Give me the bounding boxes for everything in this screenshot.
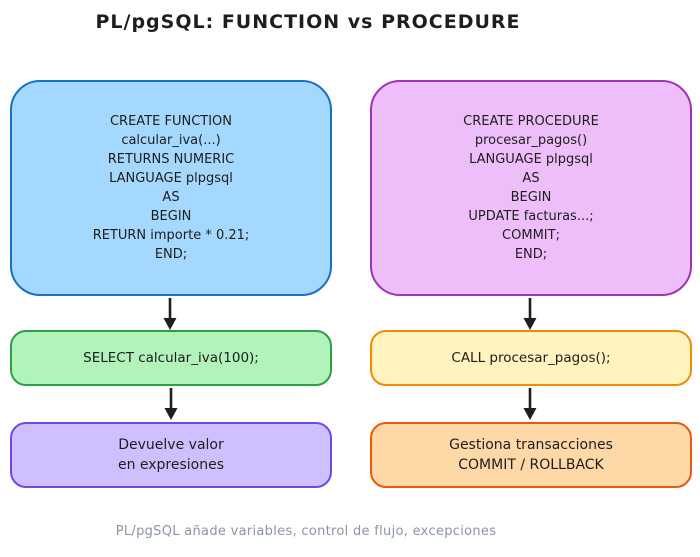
result-line: Gestiona transacciones (449, 437, 613, 453)
code-line: AS (162, 190, 180, 205)
code-line: BEGIN (510, 190, 552, 205)
page-title: PL/pgSQL: FUNCTION vs PROCEDURE (95, 11, 521, 33)
flow-arrow-down-icon (523, 388, 537, 420)
function-usage-box: SELECT calcular_iva(100); (10, 330, 332, 386)
code-line: CREATE FUNCTION (109, 114, 233, 129)
code-line: COMMIT; (502, 228, 560, 243)
code-line: LANGUAGE plpgsql (469, 152, 593, 167)
select-statement: SELECT calcular_iva(100); (83, 350, 259, 366)
result-line: en expresiones (117, 457, 225, 473)
code-line: procesar_pagos() (474, 133, 588, 148)
code-line: END; (154, 247, 188, 262)
flow-arrow-down-icon (164, 388, 178, 420)
code-line: RETURNS NUMERIC (107, 152, 235, 167)
code-line: BEGIN (150, 209, 192, 224)
procedure-definition-box: CREATE PROCEDURE procesar_pagos() LANGUA… (370, 80, 692, 296)
code-line: AS (522, 171, 540, 186)
code-line: CREATE PROCEDURE (463, 114, 599, 129)
code-line: RETURN importe * 0.21; (92, 228, 250, 243)
procedure-result-box: Gestiona transacciones COMMIT / ROLLBACK (370, 422, 692, 488)
function-definition-box: CREATE FUNCTION calcular_iva(...) RETURN… (10, 80, 332, 296)
code-line: END; (514, 247, 548, 262)
code-line: calcular_iva(...) (121, 133, 221, 148)
function-result-box: Devuelve valor en expresiones (10, 422, 332, 488)
call-statement: CALL procesar_pagos(); (451, 350, 611, 366)
footer-note: PL/pgSQL añade variables, control de flu… (115, 524, 497, 539)
flow-arrow-down-icon (523, 298, 537, 330)
code-line: UPDATE facturas...; (468, 209, 594, 224)
result-line: Devuelve valor (118, 437, 224, 453)
result-line: COMMIT / ROLLBACK (458, 457, 604, 473)
code-line: LANGUAGE plpgsql (109, 171, 233, 186)
flow-arrow-down-icon (163, 298, 177, 330)
procedure-usage-box: CALL procesar_pagos(); (370, 330, 692, 386)
